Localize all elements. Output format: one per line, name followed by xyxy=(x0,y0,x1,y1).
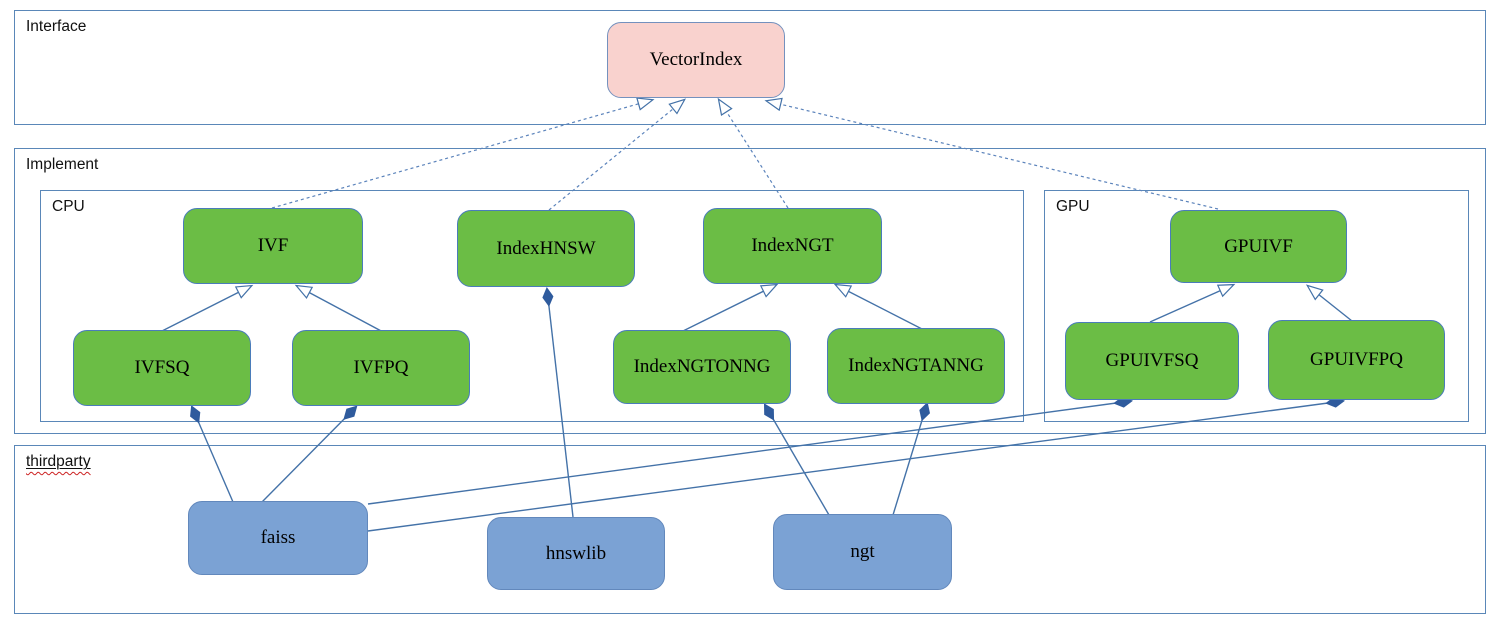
edge-gpuivfsq-gpuivf xyxy=(1149,283,1236,323)
edge-ivfpq-ivf xyxy=(294,284,384,333)
node-indexngtanng-label: IndexNGTANNG xyxy=(848,355,984,376)
node-indexngt-label: IndexNGT xyxy=(751,235,834,256)
edge-indexhnsw-vectorindex xyxy=(548,98,687,211)
node-indexhnsw-label: IndexHNSW xyxy=(496,237,596,259)
node-indexngt: IndexNGT xyxy=(703,208,882,284)
edge-ngt-indexngtonng xyxy=(765,405,830,516)
container-interface: Interface xyxy=(14,10,1486,125)
node-gpuivfpq: GPUIVFPQ xyxy=(1268,320,1445,400)
container-cpu-label: CPU xyxy=(52,198,85,215)
node-vectorindex: VectorIndex xyxy=(607,22,785,98)
node-ivfpq: IVFPQ xyxy=(292,330,470,406)
container-implement: Implement xyxy=(14,148,1486,434)
container-cpu: CPU xyxy=(40,190,1024,422)
edge-indexngtonng-indexngt xyxy=(682,283,779,332)
node-ivfpq-label: IVFPQ xyxy=(353,357,409,378)
edge-faiss-gpuivfsq xyxy=(367,401,1131,505)
node-ivfsq-label: IVFSQ xyxy=(134,357,190,378)
node-ivfsq: IVFSQ xyxy=(73,330,251,406)
container-interface-label: Interface xyxy=(26,18,87,35)
edge-indexngtanng-indexngt xyxy=(833,283,923,330)
node-ivf: IVF xyxy=(183,208,363,284)
node-ivf-label: IVF xyxy=(257,235,289,256)
edge-gpuivf-vectorindex xyxy=(764,97,1219,210)
node-gpuivf-label: GPUIVF xyxy=(1224,235,1293,257)
edge-ngt-indexngtanng xyxy=(892,404,927,516)
node-indexhnsw: IndexHNSW xyxy=(457,210,635,287)
node-hnswlib-label: hnswlib xyxy=(545,542,607,564)
node-indexngtonng-label: IndexNGTONNG xyxy=(633,356,771,377)
edge-ivfsq-ivf xyxy=(161,284,254,332)
container-thirdparty-label: thirdparty xyxy=(26,453,91,470)
node-indexngtonng: IndexNGTONNG xyxy=(613,330,791,404)
node-gpuivf: GPUIVF xyxy=(1170,210,1347,283)
node-ngt-label: ngt xyxy=(850,541,875,562)
edge-faiss-ivfpq xyxy=(261,407,356,503)
node-vectorindex-label: VectorIndex xyxy=(649,49,743,70)
node-gpuivfpq-label: GPUIVFPQ xyxy=(1310,349,1403,370)
node-faiss-label: faiss xyxy=(260,527,296,548)
node-gpuivfsq-label: GPUIVFSQ xyxy=(1105,350,1199,371)
container-gpu: GPU xyxy=(1044,190,1469,422)
edge-faiss-gpuivfpq xyxy=(367,401,1343,532)
edge-gpuivfpq-gpuivf xyxy=(1305,284,1353,322)
node-faiss: faiss xyxy=(188,501,368,575)
container-thirdparty: thirdparty xyxy=(14,445,1486,614)
edge-ivf-vectorindex xyxy=(271,97,655,209)
container-implement-label: Implement xyxy=(26,156,99,173)
container-gpu-label: GPU xyxy=(1056,198,1090,215)
edge-indexngt-vectorindex xyxy=(717,97,789,209)
edge-faiss-ivfsq xyxy=(192,407,234,503)
node-hnswlib: hnswlib xyxy=(487,517,665,590)
node-gpuivfsq: GPUIVFSQ xyxy=(1065,322,1239,400)
edge-hnswlib-indexhnsw xyxy=(547,289,574,518)
node-ngt: ngt xyxy=(773,514,952,590)
node-indexngtanng: IndexNGTANNG xyxy=(827,328,1005,404)
